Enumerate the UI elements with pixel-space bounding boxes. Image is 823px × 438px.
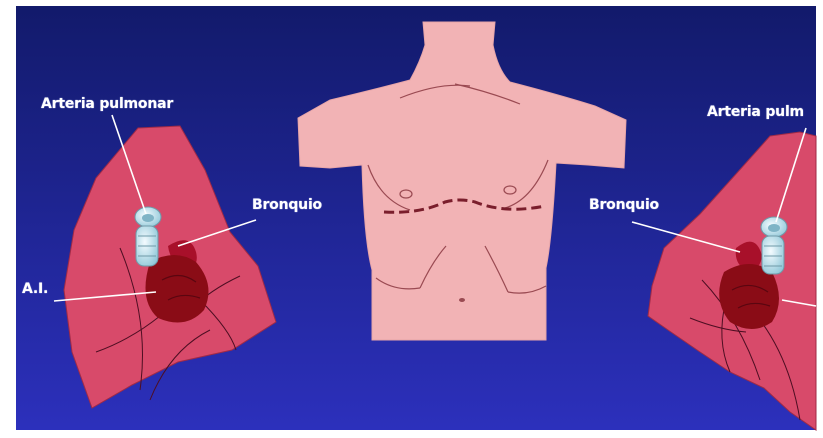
right-vessel: [761, 217, 787, 274]
label-bronquio-left: Bronquio: [252, 197, 322, 213]
left-vessel: [135, 207, 161, 266]
navel: [459, 298, 465, 302]
label-arteria-pulmonar-left: Arteria pulmonar: [41, 96, 173, 112]
label-bronquio-right: Bronquio: [589, 197, 659, 213]
label-arteria-pulmonar-right: Arteria pulm: [707, 104, 804, 120]
label-ai-left: A.I.: [22, 281, 48, 297]
